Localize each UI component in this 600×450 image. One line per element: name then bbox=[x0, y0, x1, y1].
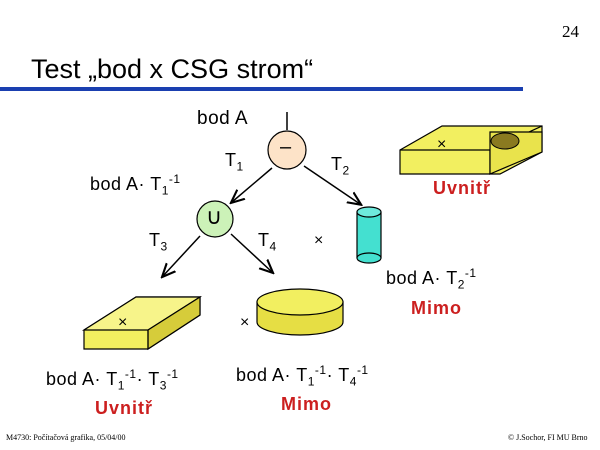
result-outside-disc: Mimo bbox=[281, 394, 332, 414]
box-with-cap-solid bbox=[399, 125, 543, 175]
result-inside-top: Uvnitř bbox=[433, 178, 492, 198]
union-node bbox=[196, 200, 234, 238]
union-op-symbol: ∪ bbox=[206, 204, 223, 229]
edge-label-t3: T3 bbox=[149, 230, 168, 254]
page-title: Test „bod x CSG strom“ bbox=[31, 54, 314, 84]
cylinder-transform-label: bod A· T2-1 bbox=[386, 266, 477, 292]
root-label: bod A bbox=[197, 108, 249, 129]
edge-label-t4: T4 bbox=[258, 230, 277, 254]
result-outside-cylinder: Mimo bbox=[411, 298, 462, 318]
edge-t3 bbox=[163, 235, 201, 276]
title-rule bbox=[0, 87, 523, 91]
page-number: 24 bbox=[562, 22, 579, 41]
edge-t4 bbox=[230, 233, 272, 272]
edge-label-t1: T1 bbox=[225, 150, 244, 174]
slab-solid bbox=[81, 295, 203, 351]
point-mark-cylinder: × bbox=[314, 232, 324, 249]
difference-node bbox=[267, 130, 307, 170]
edge-t2 bbox=[303, 165, 360, 204]
disc-transform-label: bod A· T1-1· T4-1 bbox=[236, 363, 369, 389]
point-mark-slab: × bbox=[118, 314, 128, 331]
footer-course: M4730: Počítačová grafika, 05/04/00 bbox=[6, 433, 126, 442]
slab-transform-label: bod A· T1-1· T3-1 bbox=[46, 367, 179, 393]
difference-op-symbol: – bbox=[280, 136, 292, 158]
node-transform-label: bod A· T1-1 bbox=[90, 172, 181, 198]
result-inside-slab: Uvnitř bbox=[95, 398, 154, 418]
edge-label-t2: T2 bbox=[331, 154, 350, 178]
edge-t1 bbox=[232, 167, 273, 202]
disc-solid bbox=[256, 288, 344, 336]
cylinder-solid bbox=[356, 206, 382, 264]
point-mark-top-right: × bbox=[437, 136, 447, 153]
footer-author: © J.Sochor, FI MU Brno bbox=[508, 433, 588, 442]
point-mark-disc: × bbox=[240, 314, 250, 331]
